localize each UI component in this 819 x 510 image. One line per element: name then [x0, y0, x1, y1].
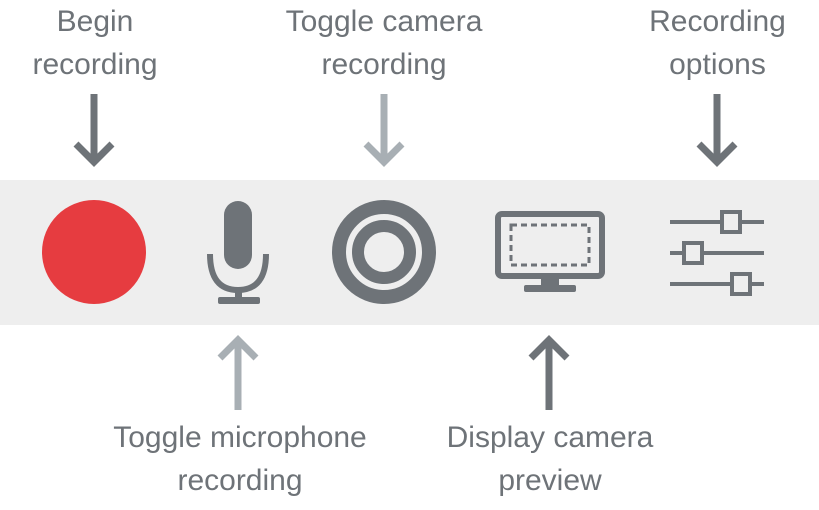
options-arrow: [696, 94, 738, 167]
preview-arrow: [528, 335, 570, 410]
camera-icon: [332, 200, 436, 304]
begin-recording-arrow: [73, 94, 115, 167]
camera-preview-button[interactable]: [494, 210, 606, 296]
begin-recording-label: Begin recording: [32, 5, 158, 81]
recording-options-label: Recording options: [649, 5, 786, 81]
microphone-toggle-button[interactable]: [205, 198, 275, 306]
monitor-icon: [495, 211, 605, 292]
record-button[interactable]: [40, 198, 148, 306]
toggle-microphone-recording-label: Toggle microphone recording: [113, 421, 367, 497]
recording-toolbar: [0, 180, 819, 325]
toggle-camera-recording-label: Toggle camera recording: [285, 5, 483, 81]
recording-options-button[interactable]: [666, 206, 768, 300]
camera-arrow: [363, 94, 405, 167]
sliders-icon: [670, 210, 764, 296]
camera-toggle-button[interactable]: [330, 198, 438, 306]
microphone-icon: [207, 201, 269, 304]
display-camera-preview-label: Display camera preview: [446, 421, 654, 497]
record-icon: [42, 200, 146, 304]
microphone-arrow: [217, 335, 259, 410]
